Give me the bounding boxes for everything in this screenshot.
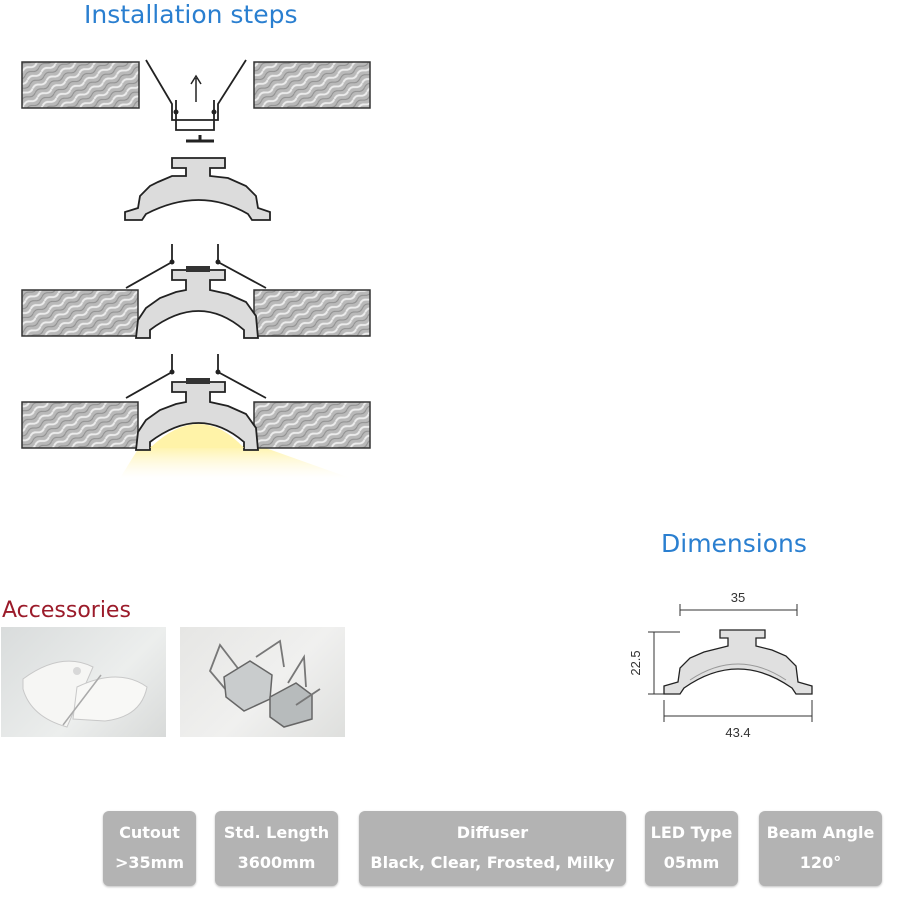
spec-led-type: LED Type 05mm [645,811,738,886]
spec-std-length: Std. Length 3600mm [215,811,338,886]
spec-value: 05mm [663,853,720,872]
step-2-profile-inserted [21,244,371,339]
ceiling-panel-right [253,61,371,109]
dimension-height: 22.5 [628,650,643,675]
spec-label: LED Type [650,823,733,842]
ceiling-panel-right [253,289,371,337]
spec-value: >35mm [114,853,184,872]
profile-cross-section [663,629,813,695]
ceiling-panel-left [21,289,139,337]
spec-value: Black, Clear, Frosted, Milky [370,853,615,872]
step-3-installed-lit [21,354,371,478]
arrow-up-icon [190,74,202,102]
step-1-clip-mounting [21,59,371,221]
spec-label: Cutout [119,823,180,842]
mounting-clip-photo [180,627,345,737]
spring-clip [145,59,247,121]
spec-diffuser: Diffuser Black, Clear, Frosted, Milky [359,811,626,886]
ceiling-panel-left [21,61,140,109]
spec-beam-angle: Beam Angle 120° [759,811,882,886]
spec-label: Diffuser [456,823,529,842]
dimension-width-bottom: 43.4 [725,725,750,740]
accessories-title: Accessories [2,598,131,623]
spec-label: Std. Length [223,823,330,842]
installation-steps-diagram [21,59,371,478]
dimension-width-top: 35 [731,590,745,605]
aluminium-profile [134,269,259,339]
aluminium-profile [124,157,271,221]
dimensions-title: Dimensions [661,529,807,558]
spec-value: 120° [799,853,842,872]
spec-value: 3600mm [237,853,316,872]
spec-cutout: Cutout >35mm [103,811,196,886]
dimensions-diagram: 35 22.5 43.4 [628,590,813,740]
frosted-diffuser-glow [150,424,244,448]
spec-label: Beam Angle [766,823,875,842]
installation-steps-title: Installation steps [84,0,298,29]
light-beam [120,446,350,478]
end-cap-photo [1,627,166,737]
aluminium-profile [134,381,259,451]
ceiling-panel-right [253,401,371,449]
ceiling-panel-left [21,401,139,449]
